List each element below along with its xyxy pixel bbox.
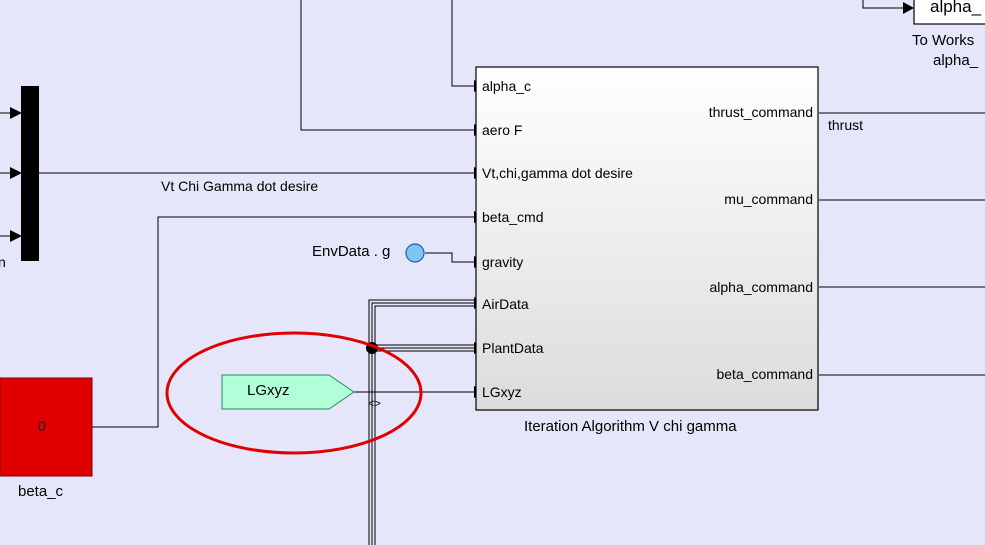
signal-wires [0,0,985,428]
wire-aero-f[interactable] [300,0,474,131]
wire-beta-cmd[interactable] [92,216,474,428]
env-data-source[interactable] [405,243,425,263]
goto-label: LGxyz [247,382,290,399]
port-alpha-c[interactable]: alpha_c [482,78,532,94]
constant-name[interactable]: beta_c [18,483,64,500]
to-workspace-variable: alpha_ [930,0,982,16]
signal-label-vt-chi-gamma[interactable]: Vt Chi Gamma dot desire [161,178,319,194]
signal-label-thrust[interactable]: thrust [828,117,864,133]
port-thrust-command[interactable]: thrust_command [708,104,813,120]
mux-block[interactable] [21,86,39,261]
port-mu-command[interactable]: mu_command [724,191,813,207]
bus-marker: <> [368,398,381,410]
to-workspace-caption-name[interactable]: alpha_ [933,52,979,69]
constant-block[interactable] [0,377,93,477]
constant-value: 0 [38,418,46,434]
port-plantdata[interactable]: PlantData [482,340,544,356]
goto-block[interactable] [221,374,355,410]
to-workspace-block[interactable] [913,0,985,25]
wire-to-workspace[interactable] [862,0,906,9]
port-alpha-command[interactable]: alpha_command [709,279,813,295]
port-vt-chi-gamma[interactable]: Vt,chi,gamma dot desire [482,165,633,181]
env-data-label[interactable]: EnvData . g [312,243,391,260]
highlight-ellipse [165,331,423,455]
partial-block-name: n [0,254,6,270]
port-airdata[interactable]: AirData [482,296,529,312]
subsystem-block[interactable] [475,66,819,411]
port-gravity[interactable]: gravity [482,254,524,270]
port-beta-cmd[interactable]: beta_cmd [482,209,544,225]
to-workspace-caption[interactable]: To Works [912,32,975,49]
bus-wires[interactable] [368,299,474,545]
wire-alpha-c[interactable] [451,0,474,87]
port-aero-f[interactable]: aero F [482,122,523,138]
subsystem-title[interactable]: Iteration Algorithm V chi gamma [524,418,737,435]
port-beta-command[interactable]: beta_command [716,366,813,382]
port-lgxyz[interactable]: LGxyz [482,384,522,400]
wire-gravity[interactable] [425,252,474,263]
